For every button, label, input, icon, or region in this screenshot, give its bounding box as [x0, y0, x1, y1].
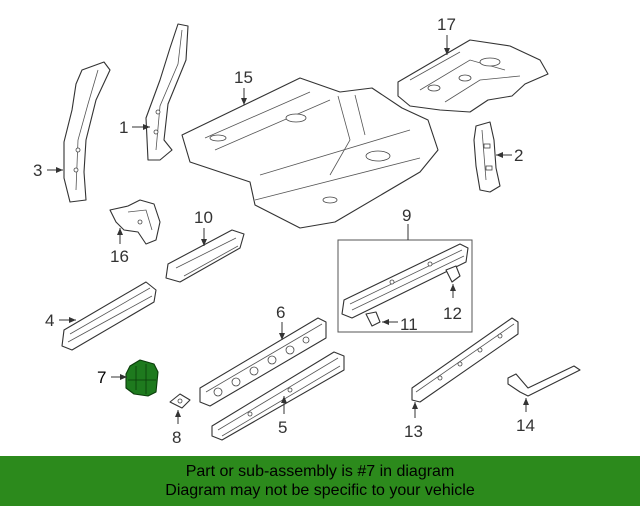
- callout-2: 2: [496, 146, 523, 165]
- callout-15-label: 15: [234, 68, 253, 87]
- callout-1: 1: [119, 118, 150, 137]
- banner-line-1: Part or sub-assembly is #7 in diagram: [185, 463, 455, 480]
- callout-6: 6: [276, 303, 285, 340]
- callout-9: 9: [402, 206, 411, 240]
- callout-3-label: 3: [33, 161, 42, 180]
- callout-7-label: 7: [97, 368, 106, 387]
- part-10-bracket[interactable]: [165, 229, 245, 283]
- part-1-a-pillar[interactable]: [145, 23, 189, 161]
- exploded-parts-diagram: 15 17 1: [33, 15, 581, 447]
- part-8-plate[interactable]: [169, 393, 191, 409]
- part-16-bracket[interactable]: [109, 199, 161, 245]
- callout-13-label: 13: [404, 422, 423, 441]
- part-11-bracket[interactable]: [365, 311, 381, 327]
- callout-12-label: 12: [443, 304, 462, 323]
- callout-4: 4: [45, 311, 76, 330]
- part-17-rear-floor[interactable]: [397, 39, 549, 113]
- callout-7: 7: [97, 368, 127, 387]
- callout-5: 5: [278, 396, 287, 437]
- callout-15: 15: [234, 68, 253, 105]
- callout-8-label: 8: [172, 428, 181, 447]
- banner-line-2: Diagram may not be specific to your vehi…: [165, 482, 475, 499]
- callout-9-label: 9: [402, 206, 411, 225]
- callout-8: 8: [172, 410, 181, 447]
- callout-14: 14: [516, 398, 535, 435]
- callout-10-label: 10: [194, 208, 213, 227]
- callout-3: 3: [33, 161, 63, 180]
- highlight-info-banner: Part or sub-assembly is #7 in diagram Di…: [0, 456, 640, 506]
- part-6-crossmember[interactable]: [199, 317, 327, 407]
- callout-11: 11: [382, 315, 418, 334]
- callout-13: 13: [404, 402, 423, 441]
- callout-10: 10: [194, 208, 213, 246]
- callout-11-label: 11: [400, 315, 418, 334]
- callout-14-label: 14: [516, 416, 535, 435]
- callout-17: 17: [437, 15, 456, 55]
- part-14-curved-bar[interactable]: [507, 365, 581, 397]
- part-9-group[interactable]: [337, 239, 473, 333]
- callout-4-label: 4: [45, 311, 54, 330]
- callout-16-label: 16: [110, 247, 129, 266]
- callout-6-label: 6: [276, 303, 285, 322]
- callout-17-label: 17: [437, 15, 456, 34]
- callout-16: 16: [110, 228, 129, 266]
- part-4-rocker-panel[interactable]: [61, 281, 157, 351]
- part-15-floor-pan[interactable]: [181, 77, 439, 229]
- part-2-pillar-reinforcement[interactable]: [473, 121, 501, 193]
- part-3-b-pillar[interactable]: [63, 61, 111, 203]
- callout-5-label: 5: [278, 418, 287, 437]
- part-13-side-rail[interactable]: [411, 317, 519, 403]
- callout-12: 12: [443, 284, 462, 323]
- callout-1-label: 1: [119, 118, 128, 137]
- part-12-clip[interactable]: [445, 265, 461, 283]
- callout-2-label: 2: [514, 146, 523, 165]
- part-7-highlighted[interactable]: [125, 359, 159, 397]
